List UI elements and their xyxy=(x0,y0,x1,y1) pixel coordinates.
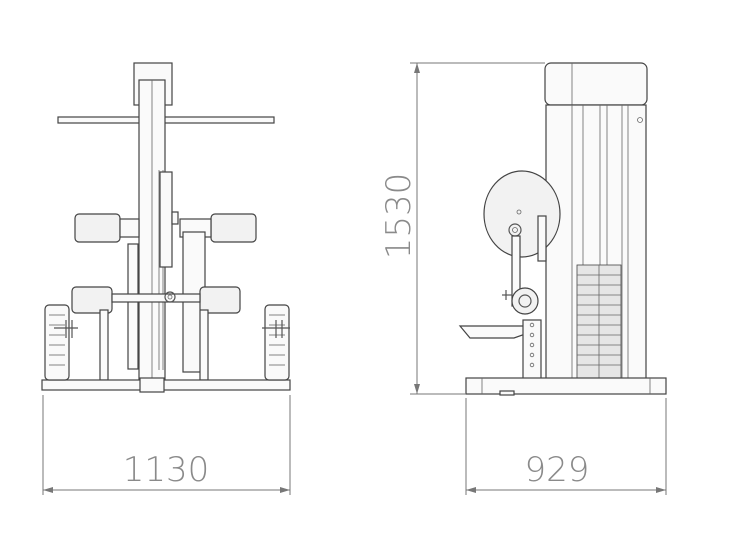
side-depth-dimension: 929 xyxy=(465,398,667,495)
front-view xyxy=(41,62,291,393)
front-upper-pad-left xyxy=(74,213,121,243)
front-width-dimension: 1130 xyxy=(42,395,291,495)
front-pivot xyxy=(164,291,176,303)
front-top-crossbar xyxy=(57,116,275,124)
side-seat-post xyxy=(522,319,542,381)
side-view xyxy=(458,62,667,396)
front-cam-plate xyxy=(159,171,173,268)
side-cam-pad xyxy=(483,170,561,258)
front-width-label: 1130 xyxy=(123,450,210,490)
side-depth-label: 929 xyxy=(525,450,590,490)
height-label: 1530 xyxy=(379,173,419,260)
front-upper-pad-right xyxy=(210,213,257,243)
side-tower-head xyxy=(544,62,648,106)
front-lower-pad-right xyxy=(199,286,241,314)
side-weight-stack xyxy=(576,264,622,379)
front-foot-right xyxy=(262,304,290,381)
height-dimension: 1530 xyxy=(379,62,545,395)
side-lower-roller xyxy=(511,287,539,315)
front-base-rail xyxy=(41,379,291,391)
front-foot-left xyxy=(44,304,78,381)
side-base xyxy=(465,377,667,395)
front-lower-pad-left xyxy=(71,286,113,314)
